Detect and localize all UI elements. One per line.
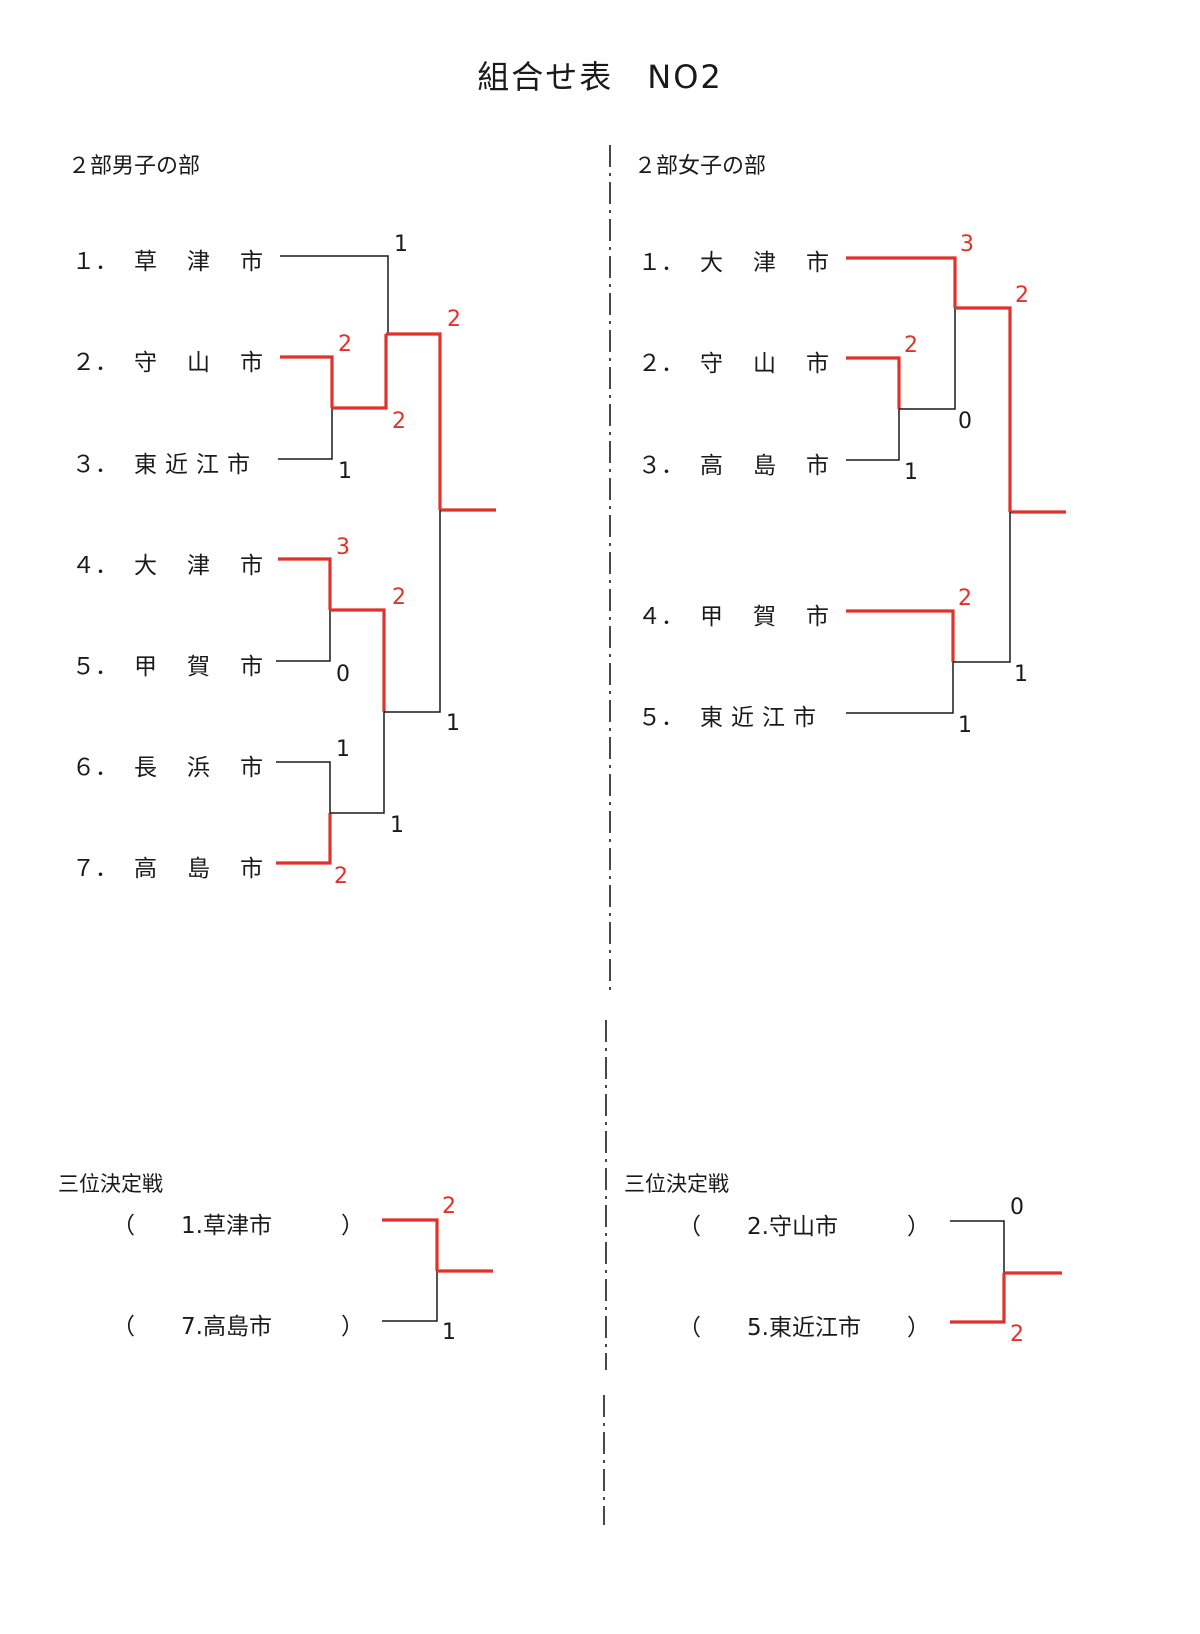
men-team-2: ２． 守山市 bbox=[72, 343, 293, 377]
women-team-3: ３． 高島市 bbox=[638, 446, 859, 480]
women-line-team1 bbox=[846, 256, 957, 308]
men-line-team7 bbox=[276, 813, 332, 865]
men-third-place-score-2: 1 bbox=[442, 1320, 456, 1345]
women-score-r1-5: 1 bbox=[958, 713, 972, 738]
men-line-r2-top bbox=[386, 332, 442, 510]
women-score-r1-4: 2 bbox=[958, 586, 972, 611]
men-team-1-name: 草津市 bbox=[134, 249, 293, 275]
women-team-5: ５． 東近江市 bbox=[638, 698, 824, 732]
women-team-5-num: ５． bbox=[638, 705, 684, 731]
men-score-r2-1: 1 bbox=[394, 232, 408, 257]
women-heading: ２部女子の部 bbox=[634, 154, 767, 179]
men-team-4: ４． 大津市 bbox=[72, 546, 293, 580]
women-third-place-score-2: 2 bbox=[1010, 1322, 1024, 1347]
men-team-1: １． 草津市 bbox=[72, 242, 293, 276]
men-team-2-num: ２． bbox=[72, 350, 118, 376]
men-team-3-name: 東近江市 bbox=[134, 452, 258, 478]
men-score-r2-45: 2 bbox=[392, 585, 406, 610]
men-team-5: ５． 甲賀市 bbox=[72, 647, 293, 681]
men-line-team4 bbox=[278, 557, 332, 610]
page-title: 組合せ表 NO2 bbox=[477, 58, 723, 96]
women-team-1: １． 大津市 bbox=[638, 243, 859, 277]
women-line-r2-bottom bbox=[953, 512, 1011, 663]
women-third-line-1 bbox=[950, 1220, 1005, 1273]
men-heading: ２部男子の部 bbox=[68, 154, 201, 179]
women-score-final-top: 2 bbox=[1015, 283, 1029, 308]
women-team-1-name: 大津市 bbox=[700, 250, 859, 276]
women-score-r2-23: 0 bbox=[958, 409, 972, 434]
women-line-r1-23 bbox=[899, 308, 956, 410]
women-score-r2-1: 3 bbox=[960, 232, 974, 257]
men-third-line-2 bbox=[382, 1271, 438, 1322]
men-score-r1-4: 3 bbox=[336, 535, 350, 560]
men-team-7-num: ７． bbox=[72, 856, 118, 882]
men-line-r2-bottom bbox=[384, 510, 441, 713]
men-team-3: ３． 東近江市 bbox=[72, 445, 258, 479]
men-line-r1-45 bbox=[330, 608, 386, 712]
women-team-4-num: ４． bbox=[638, 604, 684, 630]
men-team-2-name: 守山市 bbox=[134, 350, 293, 376]
men-line-team1 bbox=[280, 255, 389, 334]
men-team-6-num: ６． bbox=[72, 755, 118, 781]
women-third-place-label: 三位決定戦 bbox=[624, 1172, 729, 1196]
men-team-5-name: 甲賀市 bbox=[134, 654, 293, 680]
men-score-r1-5: 0 bbox=[336, 662, 350, 687]
men-score-r1-7: 2 bbox=[334, 864, 348, 889]
men-score-r1-3: 1 bbox=[338, 459, 352, 484]
men-line-team6 bbox=[276, 761, 331, 813]
women-line-r2-top bbox=[955, 306, 1012, 512]
women-team-4: ４． 甲賀市 bbox=[638, 597, 859, 631]
women-team-2-name: 守山市 bbox=[700, 351, 859, 377]
women-line-team4 bbox=[846, 609, 955, 662]
men-team-5-num: ５． bbox=[72, 654, 118, 680]
women-team-5-name: 東近江市 bbox=[700, 705, 824, 731]
men-score-r2-67: 1 bbox=[390, 813, 404, 838]
men-third-place-entry-1: （ 1.草津市 ） bbox=[112, 1213, 364, 1239]
men-team-6-name: 長浜市 bbox=[134, 755, 293, 781]
men-score-r2-23: 2 bbox=[392, 409, 406, 434]
men-team-4-num: ４． bbox=[72, 553, 118, 579]
women-third-line-2 bbox=[950, 1273, 1006, 1324]
women-line-team2 bbox=[846, 356, 901, 409]
women-third-place-entry-2: （ 5.東近江市 ） bbox=[678, 1315, 930, 1341]
men-third-place-entry-2: （ 7.高島市 ） bbox=[112, 1314, 364, 1340]
women-line-team5 bbox=[846, 662, 954, 714]
women-team-2-num: ２． bbox=[638, 351, 684, 377]
women-team-3-name: 高島市 bbox=[700, 453, 859, 479]
women-team-2: ２． 守山市 bbox=[638, 344, 859, 378]
women-score-r1-3: 1 bbox=[904, 460, 918, 485]
men-line-r1-23 bbox=[332, 334, 388, 410]
men-third-place-label: 三位決定戦 bbox=[58, 1172, 163, 1196]
women-score-final-bottom: 1 bbox=[1014, 662, 1028, 687]
men-team-6: ６． 長浜市 bbox=[72, 748, 293, 782]
men-line-team5 bbox=[276, 610, 331, 662]
men-team-3-num: ３． bbox=[72, 452, 118, 478]
men-team-1-num: １． bbox=[72, 249, 118, 275]
men-third-place-score-1: 2 bbox=[442, 1194, 456, 1219]
men-line-r1-67 bbox=[330, 712, 385, 814]
women-team-4-name: 甲賀市 bbox=[700, 604, 859, 630]
women-team-3-num: ３． bbox=[638, 453, 684, 479]
men-score-r1-2: 2 bbox=[338, 332, 352, 357]
men-score-r1-6: 1 bbox=[336, 737, 350, 762]
men-third-line-1 bbox=[382, 1218, 439, 1271]
women-score-r1-2: 2 bbox=[904, 333, 918, 358]
men-team-7: ７． 高島市 bbox=[72, 849, 293, 883]
women-third-place-entry-1: （ 2.守山市 ） bbox=[678, 1214, 930, 1240]
men-score-final-top: 2 bbox=[447, 307, 461, 332]
women-third-place-score-1: 0 bbox=[1010, 1195, 1024, 1220]
women-line-team3 bbox=[846, 409, 900, 461]
men-line-team3 bbox=[278, 408, 333, 460]
men-line-team2 bbox=[280, 355, 334, 408]
men-score-final-bottom: 1 bbox=[446, 711, 460, 736]
women-team-1-num: １． bbox=[638, 250, 684, 276]
men-team-7-name: 高島市 bbox=[134, 856, 293, 882]
men-team-4-name: 大津市 bbox=[134, 553, 293, 579]
